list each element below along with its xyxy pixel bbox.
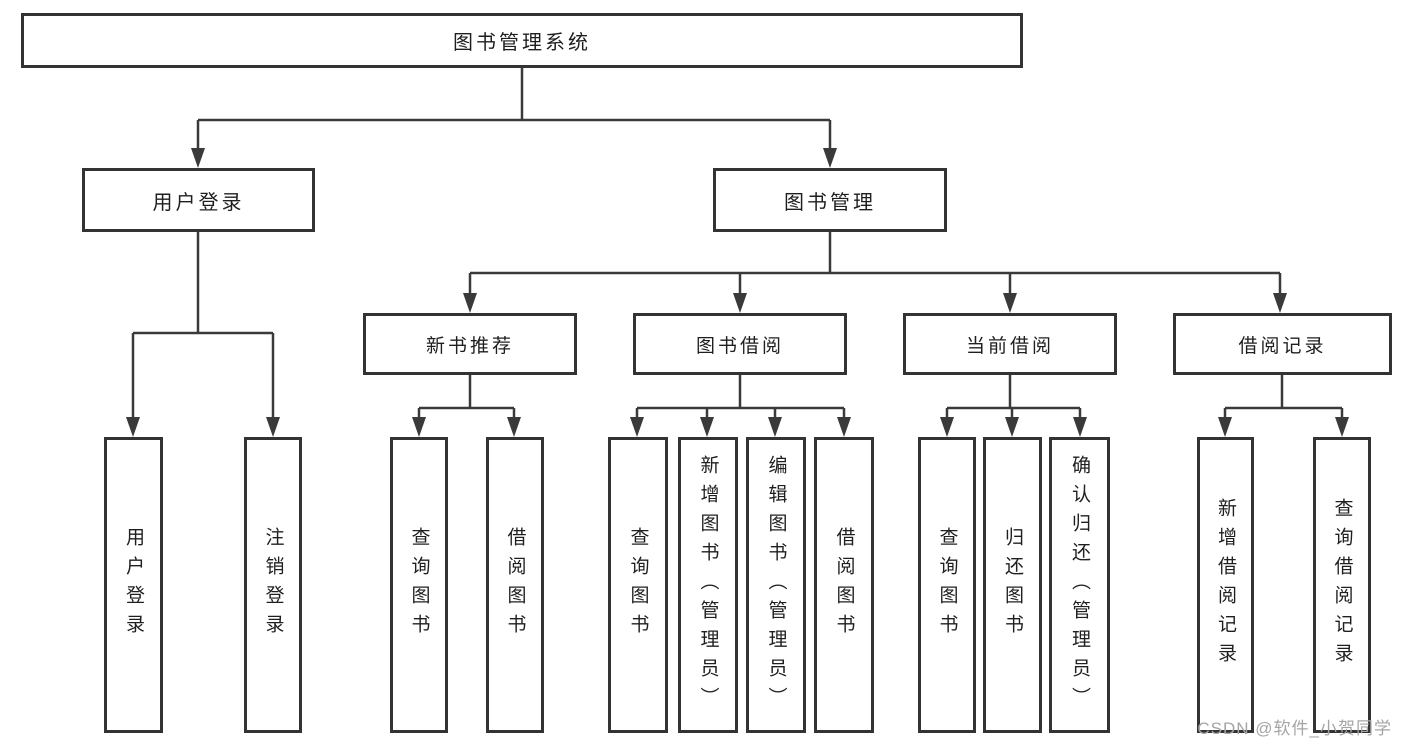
leaf-logout: 注销登录: [244, 437, 302, 733]
leaf-return-books: 归还图书: [983, 437, 1042, 733]
node-label: 编辑图书（管理员）: [765, 454, 787, 716]
node-user-login-module: 用户登录: [82, 168, 315, 232]
node-label: 查询借阅记录: [1331, 498, 1353, 672]
node-label: 查询图书: [936, 527, 958, 643]
node-root-system: 图书管理系统: [21, 13, 1023, 68]
node-label: 查询图书: [627, 527, 649, 643]
node-new-book-recommendation: 新书推荐: [363, 313, 577, 375]
leaf-query-books-current: 查询图书: [918, 437, 976, 733]
node-label: 借阅图书: [504, 527, 526, 643]
csdn-watermark: CSDN @软件_小贺同学: [1197, 719, 1392, 738]
node-label: 新书推荐: [425, 335, 514, 357]
leaf-add-books-admin: 新增图书（管理员）: [678, 437, 738, 733]
node-label: 新增图书（管理员）: [697, 454, 719, 716]
node-label: 当前借阅: [965, 335, 1054, 357]
leaf-query-borrow-record: 查询借阅记录: [1313, 437, 1371, 733]
node-label: 用户登录: [152, 191, 245, 214]
node-book-borrowing: 图书借阅: [633, 313, 847, 375]
node-label: 确认归还（管理员）: [1069, 454, 1090, 716]
node-label: 用户登录: [123, 527, 144, 643]
node-label: 新增借阅记录: [1215, 498, 1236, 672]
node-label: 借阅图书: [833, 527, 855, 643]
leaf-add-borrow-record: 新增借阅记录: [1197, 437, 1254, 733]
node-book-management-module: 图书管理: [713, 168, 947, 232]
node-label: 图书管理系统: [453, 32, 591, 54]
leaf-user-login: 用户登录: [104, 437, 163, 733]
leaf-query-books-recommend: 查询图书: [390, 437, 448, 733]
node-current-borrowing: 当前借阅: [903, 313, 1117, 375]
leaf-borrow-books-recommend: 借阅图书: [486, 437, 544, 733]
node-label: 归还图书: [1002, 527, 1023, 643]
leaf-confirm-return-admin: 确认归还（管理员）: [1049, 437, 1110, 733]
node-borrowing-records: 借阅记录: [1173, 313, 1392, 375]
leaf-edit-books-admin: 编辑图书（管理员）: [746, 437, 806, 733]
node-label: 查询图书: [408, 527, 430, 643]
leaf-query-books-borrow: 查询图书: [608, 437, 668, 733]
node-label: 图书管理: [784, 191, 876, 214]
leaf-borrow-books: 借阅图书: [814, 437, 874, 733]
node-label: 借阅记录: [1238, 335, 1327, 357]
node-label: 注销登录: [262, 527, 284, 643]
node-label: 图书借阅: [695, 335, 784, 357]
